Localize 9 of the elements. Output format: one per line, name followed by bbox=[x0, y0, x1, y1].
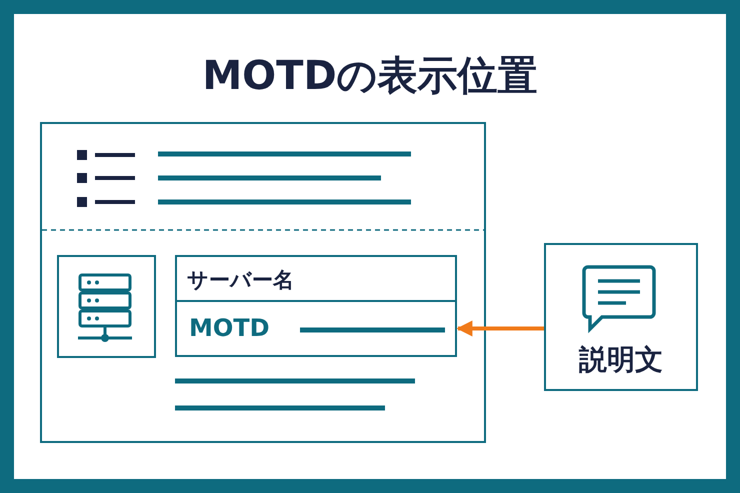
name-row bbox=[175, 255, 457, 302]
description-box bbox=[544, 243, 698, 391]
server-name-label: サーバー名 bbox=[187, 267, 294, 294]
arrow bbox=[456, 320, 544, 336]
motd-label: MOTD bbox=[189, 314, 270, 342]
motd-row bbox=[175, 300, 457, 357]
window-frame bbox=[40, 122, 486, 443]
title: MOTDの表示位置 bbox=[201, 52, 539, 101]
description-label: 説明文 bbox=[578, 342, 664, 378]
